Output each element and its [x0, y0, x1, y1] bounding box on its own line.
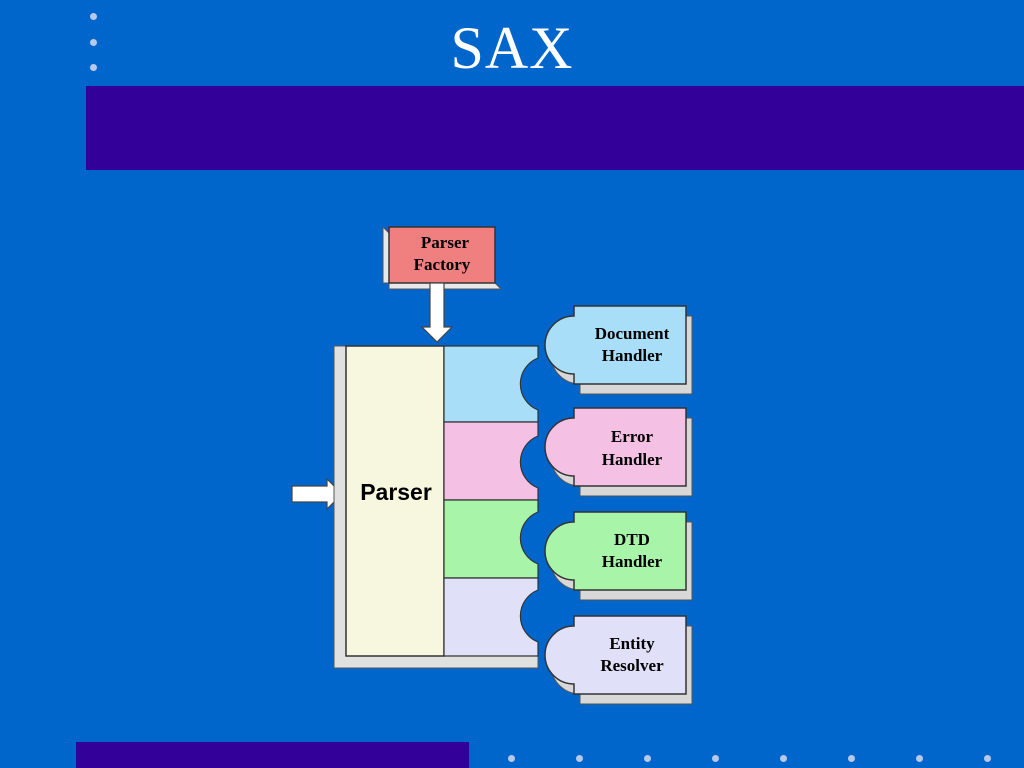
down-arrow-icon	[420, 282, 454, 343]
entity-resolver-piece: Entity Resolver	[544, 615, 693, 705]
title-band	[86, 86, 1024, 170]
parser-slot-dtd	[443, 499, 539, 579]
parser-factory-label-line2: Factory	[414, 255, 471, 274]
decorative-dot	[916, 755, 923, 762]
parser-factory-box: Parser Factory	[382, 225, 503, 290]
document-handler-label-line2: Handler	[602, 346, 663, 365]
decorative-dot	[90, 64, 97, 71]
decorative-dot	[984, 755, 991, 762]
error-handler-label-line1: Error	[611, 427, 654, 446]
decorative-dot	[712, 755, 719, 762]
parser-box: Parser	[333, 345, 539, 669]
dtd-handler-piece: DTD Handler	[544, 511, 693, 601]
error-handler-piece: Error Handler	[544, 407, 693, 497]
error-handler-label-line2: Handler	[602, 450, 663, 469]
parser-factory-label-line1: Parser	[421, 233, 470, 252]
decorative-dot	[90, 39, 97, 46]
slide-title: SAX	[450, 15, 574, 81]
parser-label: Parser	[360, 479, 432, 505]
parser-slot-entity	[443, 577, 539, 657]
document-handler-piece: Document Handler	[544, 305, 693, 395]
decorative-dot	[576, 755, 583, 762]
dtd-handler-label-line2: Handler	[602, 552, 663, 571]
bottom-band	[76, 742, 469, 768]
dtd-handler-label-line1: DTD	[614, 530, 650, 549]
decorative-dot	[90, 13, 97, 20]
document-handler-label-line1: Document	[595, 324, 670, 343]
decorative-dot	[780, 755, 787, 762]
decorative-dot	[848, 755, 855, 762]
decorative-dot	[508, 755, 515, 762]
entity-resolver-label-line1: Entity	[609, 634, 655, 653]
parser-slot-document	[443, 345, 539, 423]
parser-slot-error	[443, 421, 539, 501]
decorative-dot	[644, 755, 651, 762]
entity-resolver-label-line2: Resolver	[600, 656, 664, 675]
